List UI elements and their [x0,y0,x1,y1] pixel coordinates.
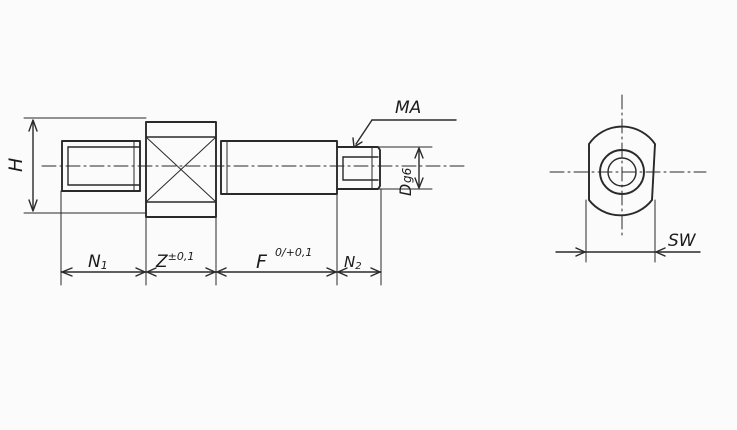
dimension-d [377,146,433,190]
label-h: H [5,158,27,172]
plain-shank-f [220,140,338,195]
label-n1: N1 [88,252,108,272]
label-d: D [396,184,415,196]
hex-collar-z [145,121,217,218]
threaded-end-n2 [336,146,381,190]
end-bore-outer [599,149,645,195]
label-z: Z±0,1 [155,250,194,272]
end-bore-inner [607,157,637,187]
dimension-sw [555,199,701,263]
threaded-shank-n1 [61,140,141,192]
length-dimension-chain [60,267,382,277]
end-view: SW [549,94,707,263]
label-n2: N2 [344,253,362,272]
extension-lines [60,188,382,286]
label-ma: MA [395,98,421,118]
dimension-h [23,117,147,214]
label-d-tolerance: g6 [400,167,414,183]
thread-leader-ma [352,119,457,148]
label-sw: SW [668,231,697,251]
